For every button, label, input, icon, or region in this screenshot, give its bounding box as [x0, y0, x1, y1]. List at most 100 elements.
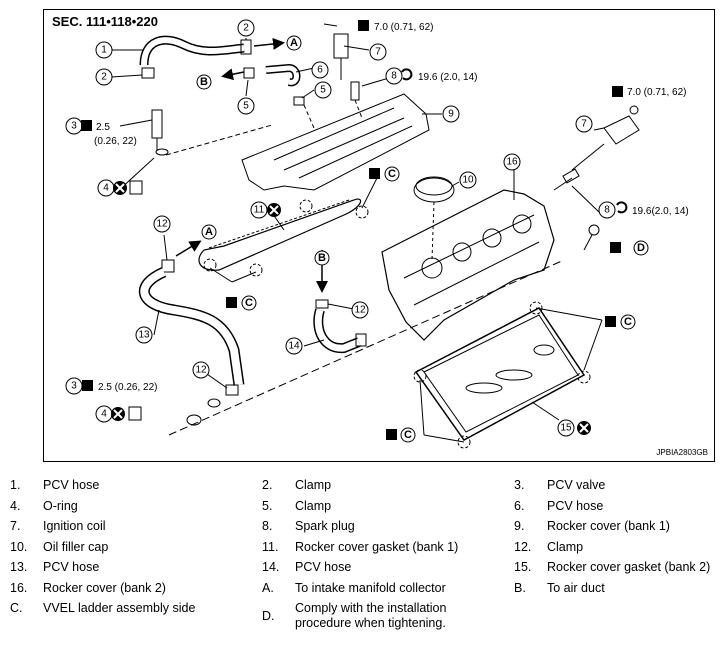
legend-text: PCV hose — [43, 478, 100, 492]
clamp-12-left — [161, 259, 175, 273]
angle-torque-icon — [401, 68, 413, 81]
svg-text:14: 14 — [288, 341, 300, 352]
exploded-diagram: SEC. 111•118•220 JPBIA2803GB — [43, 9, 715, 462]
rocker-cover-bank2 — [381, 189, 555, 341]
torque-icon — [358, 20, 369, 31]
section-label: SEC. 111•118•220 — [52, 14, 158, 29]
clamp-14 — [355, 333, 367, 347]
legend-key: 9. — [514, 519, 525, 533]
svg-text:C: C — [624, 316, 632, 328]
legend-key: 16. — [10, 580, 28, 595]
svg-text:A: A — [205, 226, 213, 238]
legend-key: D. — [262, 609, 275, 623]
legend-text: Rocker cover (bank 2) — [43, 580, 166, 595]
legend-key: B. — [514, 580, 526, 595]
callout-8-top — [385, 67, 403, 85]
legend-text: To air duct — [547, 580, 605, 595]
svg-text:12: 12 — [156, 219, 168, 230]
legend-key: 8. — [262, 519, 273, 533]
legend-key: 1. — [10, 478, 21, 492]
svg-text:11: 11 — [254, 205, 265, 216]
callout-12-center — [351, 301, 369, 319]
pcv-valve — [151, 109, 163, 139]
callout-12-left — [153, 215, 171, 233]
svg-text:2.5 (0.26, 22): 2.5 (0.26, 22) — [98, 382, 157, 393]
svg-text:12: 12 — [195, 365, 207, 376]
callout-12-bottom — [192, 361, 210, 379]
oil-icon — [129, 180, 143, 195]
callout-16 — [503, 153, 521, 171]
svg-text:9: 9 — [448, 109, 454, 120]
legend-text: PCV hose — [295, 560, 352, 574]
legend-text: Clamp — [547, 539, 584, 554]
svg-text:8: 8 — [391, 71, 397, 82]
callout-text: 1 2 2 3 4 5 5 6 7 8 9 10 11 12 12 12 13 … — [71, 23, 610, 434]
o-ring-4-top — [155, 148, 169, 156]
legend-key: 13. — [10, 560, 28, 574]
callouts — [65, 19, 616, 437]
svg-text:C: C — [404, 429, 412, 441]
spark-plug-right — [562, 168, 580, 184]
svg-text:5: 5 — [243, 101, 249, 112]
callout-14 — [285, 337, 303, 355]
svg-text:C: C — [388, 168, 396, 180]
svg-text:5: 5 — [320, 85, 326, 96]
oil-filler-cap — [413, 177, 455, 203]
svg-text:3: 3 — [71, 121, 77, 132]
pcv-valve-bottom — [207, 398, 221, 408]
rocker-gasket-bank1 — [198, 198, 362, 271]
svg-text:B: B — [318, 252, 326, 264]
svg-text:2: 2 — [243, 23, 249, 34]
callout-15 — [557, 419, 575, 437]
legend-text: Spark plug — [295, 519, 355, 533]
torque-icons — [81, 20, 623, 391]
rocker-cover-bank1 — [241, 93, 430, 191]
svg-text:2.5: 2.5 — [96, 122, 110, 133]
svg-text:3: 3 — [71, 381, 77, 392]
clamp-5-left — [243, 67, 255, 79]
svg-text:19.6 (2.0, 14): 19.6 (2.0, 14) — [418, 72, 477, 83]
replace-icons — [111, 180, 591, 435]
pencil-icon — [226, 297, 237, 308]
svg-text:1: 1 — [101, 45, 107, 56]
svg-text:7.0 (0.71, 62): 7.0 (0.71, 62) — [627, 87, 686, 98]
legend-text: O-ring — [43, 498, 78, 513]
torque-icon — [610, 242, 621, 253]
oil-icon — [128, 406, 142, 421]
legend-text: Rocker cover (bank 1) — [547, 519, 670, 533]
spark-plug-top — [350, 81, 360, 101]
legend-key: 10. — [10, 539, 28, 554]
svg-text:2: 2 — [101, 72, 107, 83]
legend-text: PCV valve — [547, 478, 606, 492]
legend-text: PCV hose — [43, 560, 100, 574]
svg-text:19.6(2.0, 14): 19.6(2.0, 14) — [632, 206, 689, 217]
legend-text: PCV hose — [547, 498, 604, 513]
pencil-icons: C C C C D — [226, 166, 649, 443]
legend-key: 3. — [514, 478, 525, 492]
svg-text:A: A — [290, 37, 298, 49]
callout-13 — [135, 326, 153, 344]
svg-text:12: 12 — [354, 305, 366, 316]
legend-text: Comply with the installation procedure w… — [295, 601, 447, 630]
legend-text: Rocker cover gasket (bank 2) — [547, 560, 711, 574]
letter-b-top — [196, 74, 212, 90]
callout-5-left — [237, 97, 255, 115]
torque-icon — [612, 86, 623, 97]
legend-key: 11. — [262, 539, 279, 554]
legend-text: Clamp — [295, 498, 332, 513]
clamp-12-bottom — [225, 384, 239, 396]
svg-text:15: 15 — [560, 423, 572, 434]
legend-key: 7. — [10, 519, 21, 533]
legend-key: 14. — [262, 560, 280, 574]
svg-text:13: 13 — [138, 330, 150, 341]
letter-b-center — [314, 250, 330, 266]
clamp-12-center — [315, 299, 329, 309]
ignition-coil-right — [603, 115, 640, 145]
legend-text: Oil filler cap — [43, 539, 109, 554]
svg-text:10: 10 — [462, 175, 474, 186]
callout-9 — [442, 105, 460, 123]
svg-text:7: 7 — [581, 119, 587, 130]
svg-text:8: 8 — [604, 205, 610, 216]
svg-text:7: 7 — [375, 47, 381, 58]
torque-specs: 7.0 (0.71, 62) 19.6 (2.0, 14) 2.5 (0.26,… — [94, 22, 689, 393]
